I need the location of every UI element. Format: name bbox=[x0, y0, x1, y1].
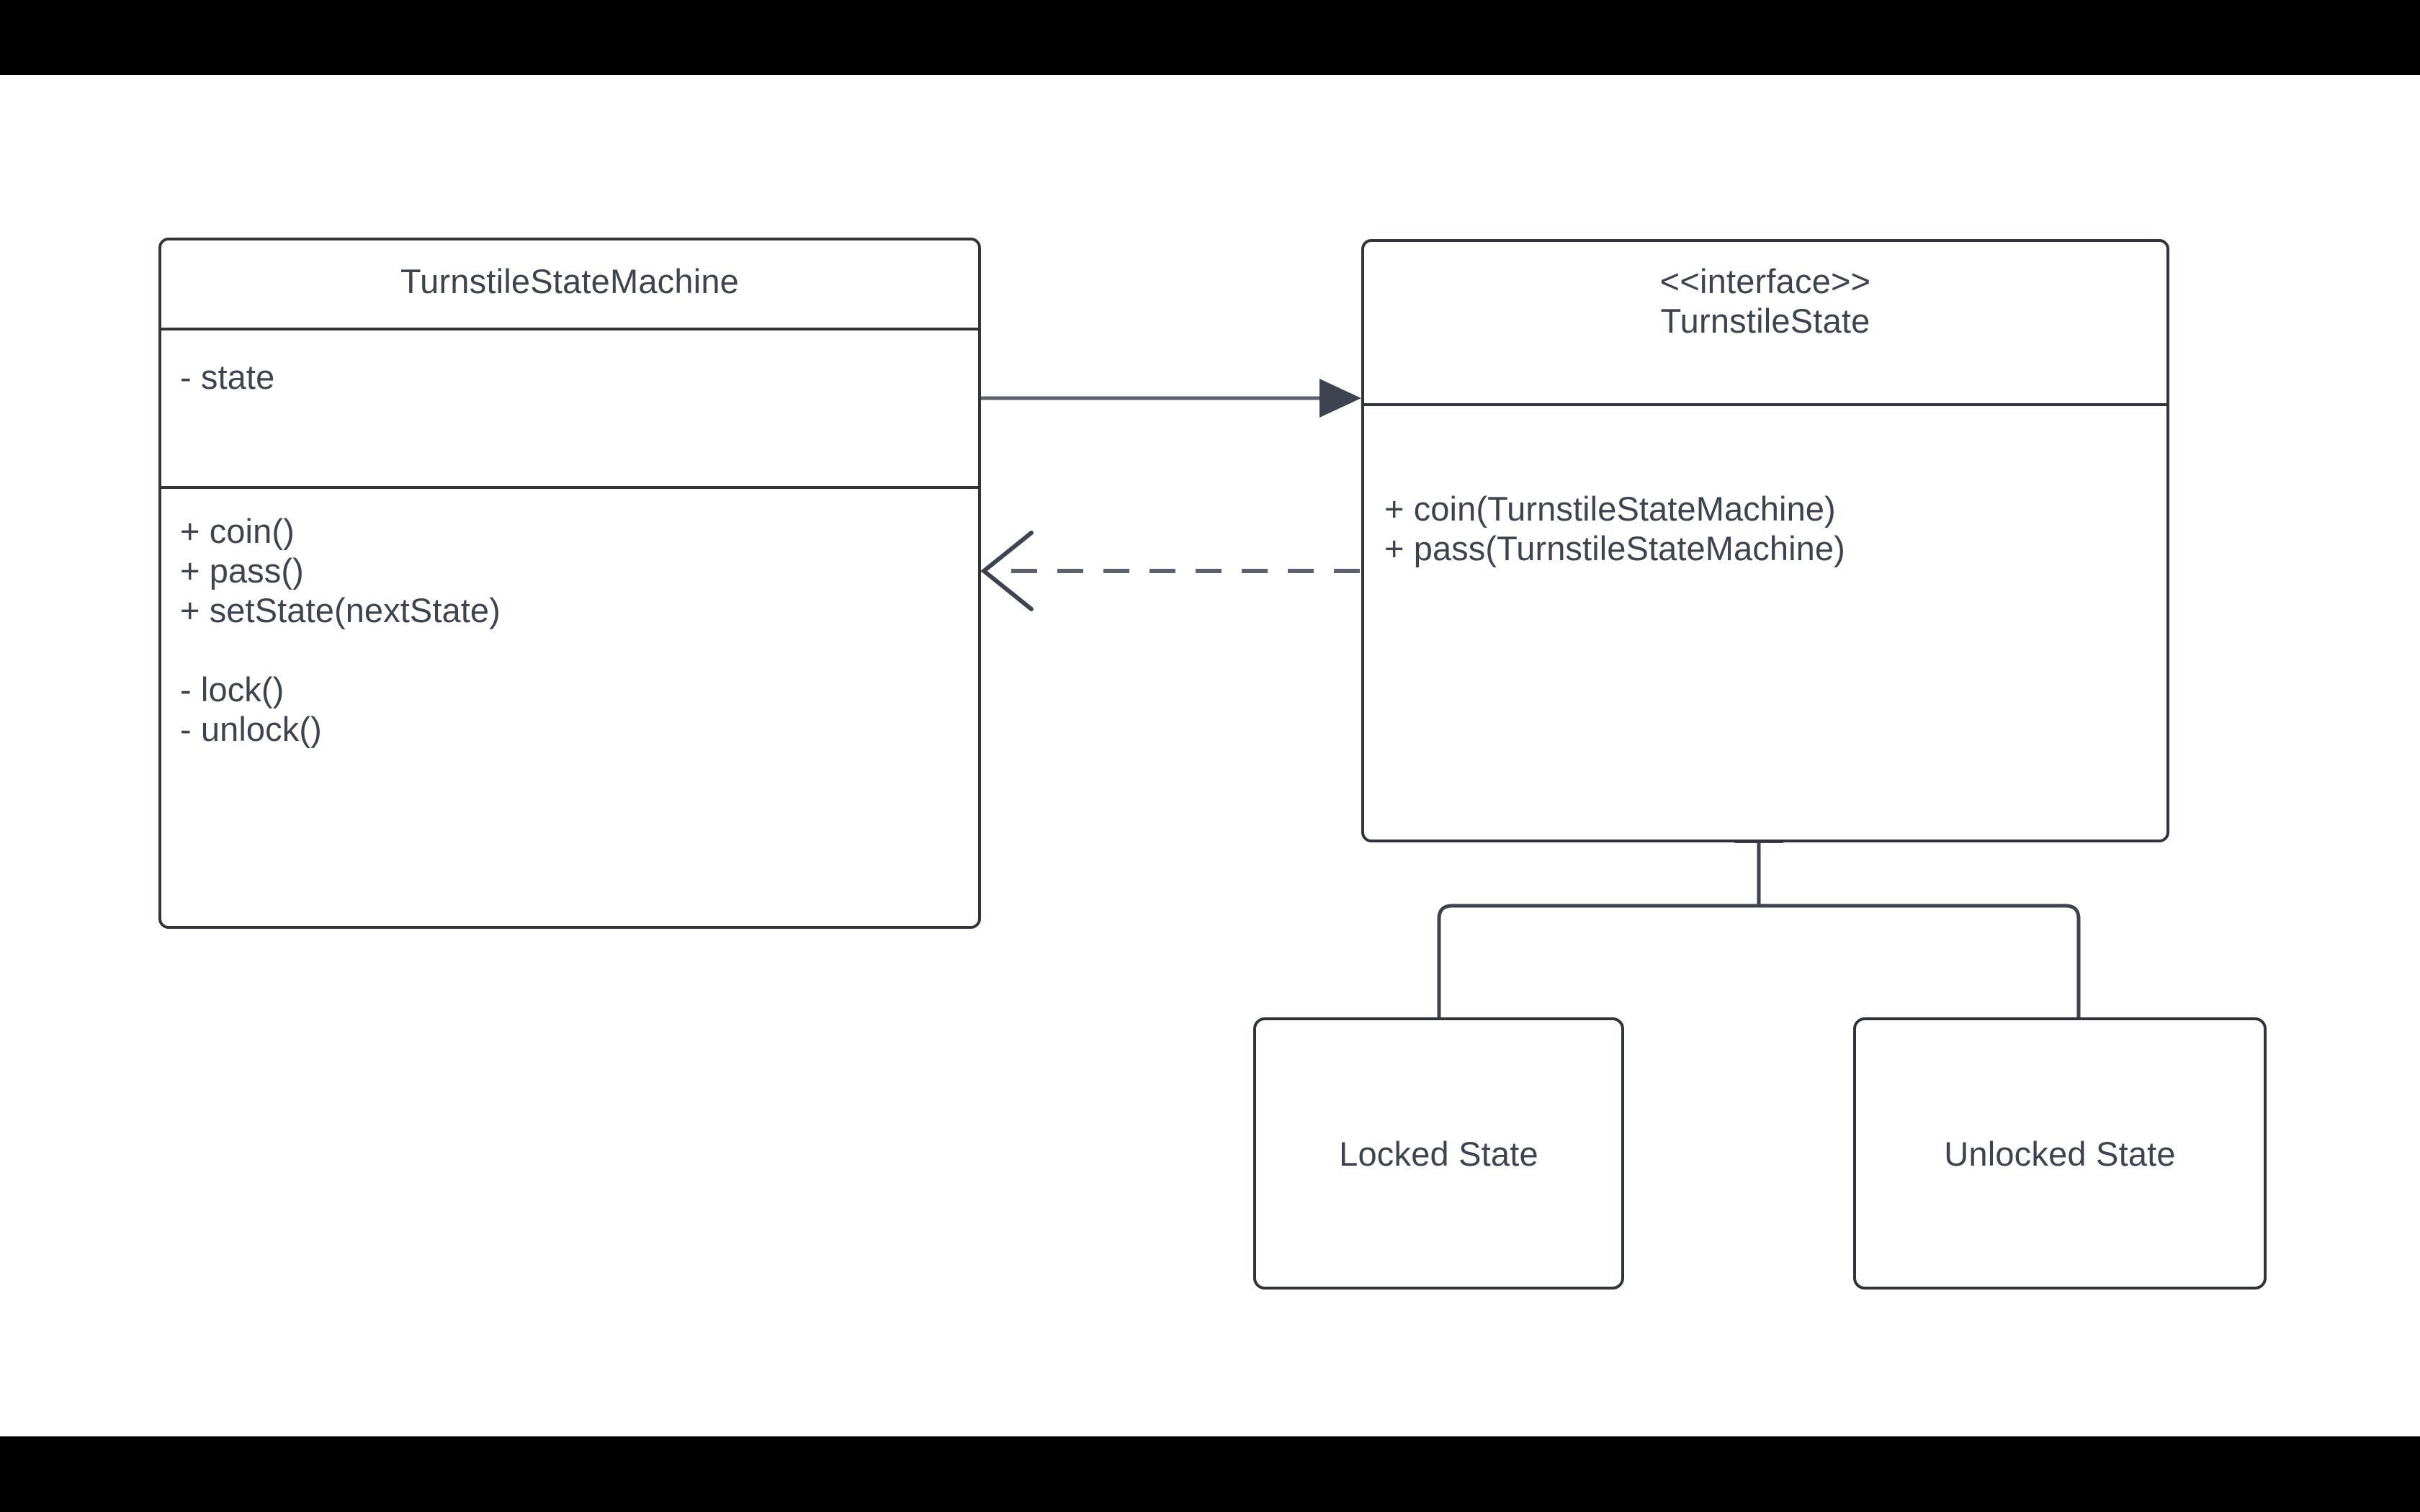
class-box-turnstile-state-machine[interactable]: TurnstileStateMachine - state + coin() +… bbox=[158, 238, 981, 929]
class-attribute-list: - state bbox=[180, 358, 275, 396]
open-arrowhead-icon bbox=[980, 531, 1034, 611]
class-name-compartment: TurnstileStateMachine bbox=[161, 240, 978, 328]
state-box-unlocked[interactable]: Unlocked State bbox=[1853, 1017, 2267, 1290]
state-box-locked[interactable]: Locked State bbox=[1253, 1017, 1624, 1290]
interface-title: <<interface>> TurnstileState bbox=[1659, 262, 1871, 340]
filled-arrowhead-icon bbox=[1319, 379, 1361, 418]
class-attributes-compartment: - state bbox=[161, 328, 978, 486]
interface-name-compartment: <<interface>> TurnstileState bbox=[1364, 242, 2166, 403]
class-operation-list: + coin() + pass() + setState(nextState) … bbox=[180, 512, 501, 748]
interface-operation-list: + coin(TurnstileStateMachine) + pass(Tur… bbox=[1384, 490, 1845, 567]
letterbox-bottom bbox=[0, 1436, 2420, 1512]
generalization-branch bbox=[1437, 904, 2081, 1017]
state-box-label: Unlocked State bbox=[1944, 1134, 2176, 1173]
class-title: TurnstileStateMachine bbox=[400, 262, 740, 300]
diagram-canvas: TurnstileStateMachine - state + coin() +… bbox=[0, 75, 2420, 1436]
class-operations-compartment: + coin() + pass() + setState(nextState) … bbox=[161, 486, 978, 926]
state-box-label: Locked State bbox=[1339, 1134, 1538, 1173]
interface-box-turnstile-state[interactable]: <<interface>> TurnstileState + coin(Turn… bbox=[1361, 239, 2169, 842]
interface-operations-compartment: + coin(TurnstileStateMachine) + pass(Tur… bbox=[1364, 403, 2166, 842]
dependency-connector bbox=[980, 531, 1360, 611]
letterbox-top bbox=[0, 0, 2420, 75]
